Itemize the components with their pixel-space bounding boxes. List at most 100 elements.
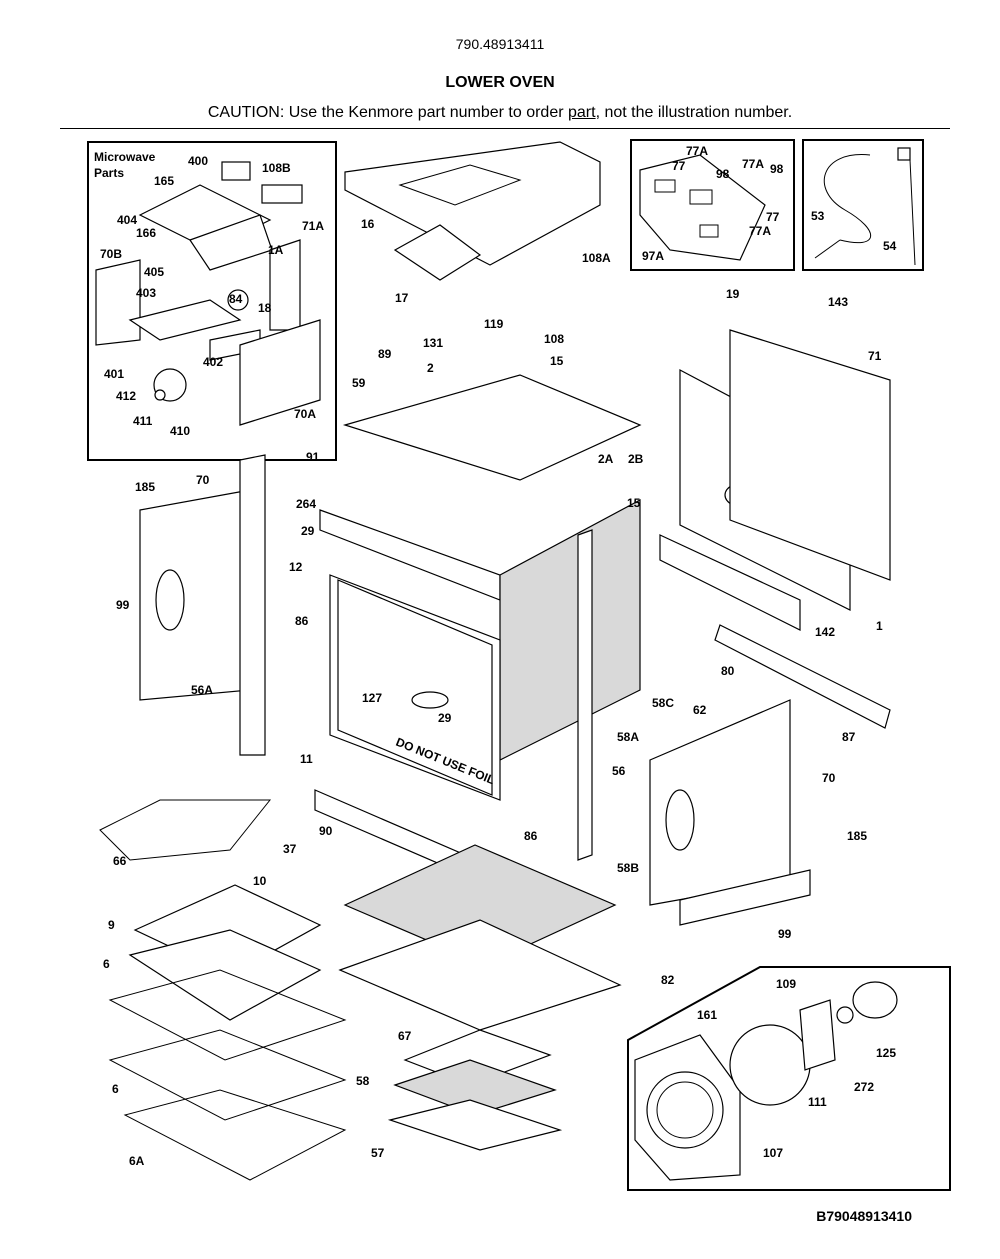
cooktop-panel <box>342 374 642 481</box>
callout-58C: 58C <box>652 696 674 710</box>
rear-rail <box>714 624 891 729</box>
convection-fan-drawing <box>634 981 898 1181</box>
convection-fan-inset <box>627 966 951 1191</box>
callout-70: 70 <box>196 473 210 487</box>
callout-108A: 108A <box>582 251 611 265</box>
callout-17: 17 <box>395 291 409 305</box>
callout-53: 53 <box>811 209 825 223</box>
callout-16: 16 <box>361 217 375 231</box>
callout-67: 67 <box>398 1029 412 1043</box>
callout-89: 89 <box>378 347 392 361</box>
callout-71A: 71A <box>302 219 324 233</box>
callout-402: 402 <box>203 355 223 369</box>
callout-77A: 77A <box>742 157 764 171</box>
broil-element <box>99 799 272 861</box>
callout-264: 264 <box>296 497 316 511</box>
bottom-plate <box>387 1099 563 1151</box>
callout-58B: 58B <box>617 861 639 875</box>
bottom-side-rail <box>679 869 811 926</box>
callout-401: 401 <box>104 367 124 381</box>
model-number: 790.48913411 <box>455 36 545 52</box>
callout-62: 62 <box>693 703 707 717</box>
left-trim <box>239 454 266 756</box>
oven-body-drawing <box>139 141 891 1151</box>
callout-29: 29 <box>301 524 315 538</box>
callout-6: 6 <box>103 957 110 971</box>
callout-185: 185 <box>135 480 155 494</box>
callout-58: 58 <box>356 1074 370 1088</box>
caution-note: CAUTION: Use the Kenmore part number to … <box>0 104 1000 122</box>
callout-11: 11 <box>300 752 313 766</box>
rear-strip <box>659 534 801 631</box>
callout-404: 404 <box>117 213 137 227</box>
callout-1A: 1A <box>268 243 284 257</box>
caution-part-link[interactable]: part <box>568 104 596 121</box>
callout-6: 6 <box>112 1082 119 1096</box>
callout-18: 18 <box>258 301 272 315</box>
oven-rack-lower <box>108 1029 347 1121</box>
callout-86: 86 <box>295 614 309 628</box>
callout-56: 56 <box>612 764 626 778</box>
callout-2B: 2B <box>628 452 644 466</box>
callout-56A: 56A <box>191 683 213 697</box>
callout-109: 109 <box>776 977 796 991</box>
callout-70A: 70A <box>294 407 316 421</box>
callout-91: 91 <box>306 450 320 464</box>
callout-6A: 6A <box>129 1154 145 1168</box>
microwave-parts-drawing <box>95 161 321 426</box>
callout-80: 80 <box>721 664 735 678</box>
callout-108B: 108B <box>262 161 291 175</box>
racks-drawing <box>99 799 347 1181</box>
oven-door-frame <box>337 579 493 796</box>
callout-161: 161 <box>697 1008 717 1022</box>
broiler-pan <box>128 929 322 1021</box>
callout-15: 15 <box>627 496 641 510</box>
callout-97A: 97A <box>642 249 664 263</box>
callout-403: 403 <box>136 286 156 300</box>
control-board-inset <box>630 139 795 271</box>
callout-111: 111 <box>808 1095 827 1109</box>
right-trim <box>577 529 593 861</box>
callout-411: 411 <box>133 414 153 428</box>
callout-131: 131 <box>423 336 443 350</box>
callout-77: 77 <box>766 210 780 224</box>
side-insulation <box>499 498 641 761</box>
callout-2: 2 <box>427 361 434 375</box>
callout-19: 19 <box>726 287 740 301</box>
diagram-code: B79048913410 <box>816 1208 912 1224</box>
callout-37: 37 <box>283 842 297 856</box>
callout-410: 410 <box>170 424 190 438</box>
callout-405: 405 <box>144 265 164 279</box>
callout-86: 86 <box>524 829 538 843</box>
callout-119: 119 <box>484 317 504 331</box>
inset-title-line2: Parts <box>94 166 124 180</box>
callout-165: 165 <box>154 174 174 188</box>
callout-166: 166 <box>136 226 156 240</box>
callout-71: 71 <box>868 349 882 363</box>
callout-185: 185 <box>847 829 867 843</box>
callout-70B: 70B <box>100 247 122 261</box>
callout-84: 84 <box>229 292 243 306</box>
slide-rack <box>123 1089 347 1181</box>
bake-element-cover <box>393 224 482 281</box>
oven-rack-upper <box>108 969 347 1061</box>
callout-99: 99 <box>778 927 792 941</box>
callout-400: 400 <box>188 154 208 168</box>
callout-1: 1 <box>876 619 883 633</box>
callout-70: 70 <box>822 771 836 785</box>
callout-412: 412 <box>116 389 136 403</box>
caution-prefix: CAUTION: Use the Kenmore part number to … <box>207 104 568 121</box>
callout-127: 127 <box>362 691 382 705</box>
back-cover <box>729 329 891 581</box>
callout-29: 29 <box>438 711 452 725</box>
header-divider <box>60 128 950 129</box>
callout-12: 12 <box>289 560 303 574</box>
sensor-inset <box>802 139 924 271</box>
callout-77A: 77A <box>686 144 708 158</box>
callout-99: 99 <box>116 598 130 612</box>
callout-272: 272 <box>854 1080 874 1094</box>
callout-15: 15 <box>550 354 564 368</box>
callout-58A: 58A <box>617 730 639 744</box>
